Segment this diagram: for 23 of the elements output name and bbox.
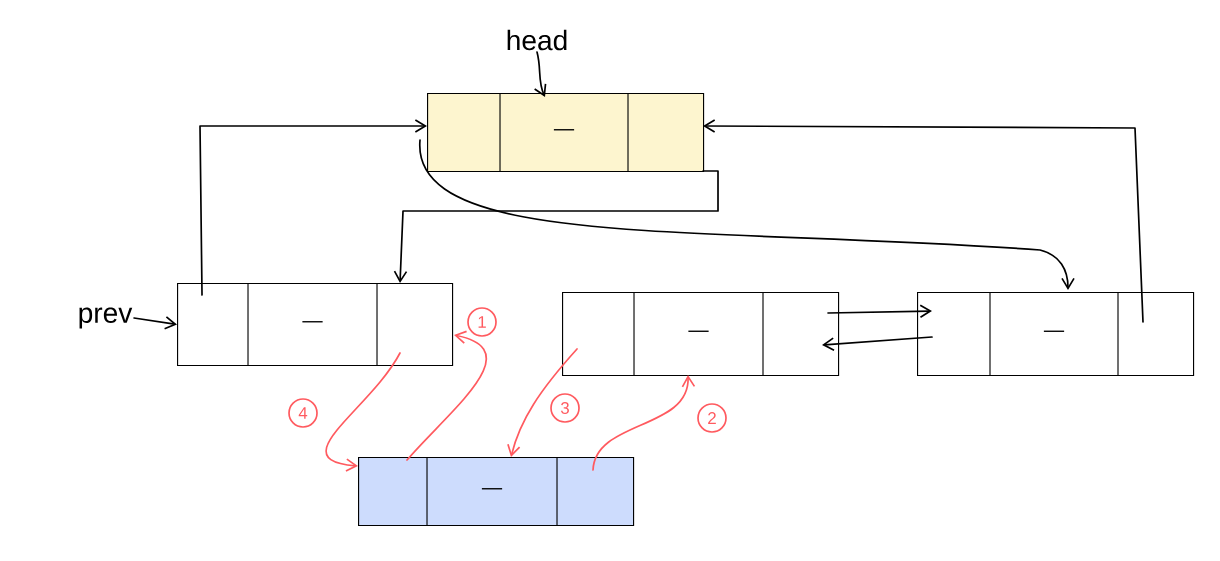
step-number: 2 bbox=[697, 403, 727, 433]
arrow bbox=[325, 352, 401, 472]
list-node-box: — bbox=[177, 282, 454, 367]
pointer-label: prev bbox=[79, 307, 133, 329]
step-number: 3 bbox=[550, 393, 580, 423]
arrow bbox=[533, 51, 547, 97]
arrow bbox=[703, 119, 1144, 323]
list-node-box: — bbox=[427, 92, 705, 173]
arrow bbox=[822, 336, 933, 351]
arrow bbox=[419, 139, 1075, 290]
list-node-box: — bbox=[562, 291, 840, 377]
arrow bbox=[507, 348, 578, 457]
arrow bbox=[133, 316, 177, 330]
arrow bbox=[199, 119, 427, 296]
pointer-label: head bbox=[507, 29, 567, 51]
list-node-box: — bbox=[358, 456, 635, 527]
step-number: 1 bbox=[467, 307, 497, 337]
step-number: 4 bbox=[288, 398, 318, 428]
arrow bbox=[393, 170, 719, 283]
arrow bbox=[592, 375, 696, 471]
list-node-box: — bbox=[917, 291, 1195, 377]
arrow bbox=[406, 330, 487, 461]
arrow bbox=[827, 304, 932, 319]
